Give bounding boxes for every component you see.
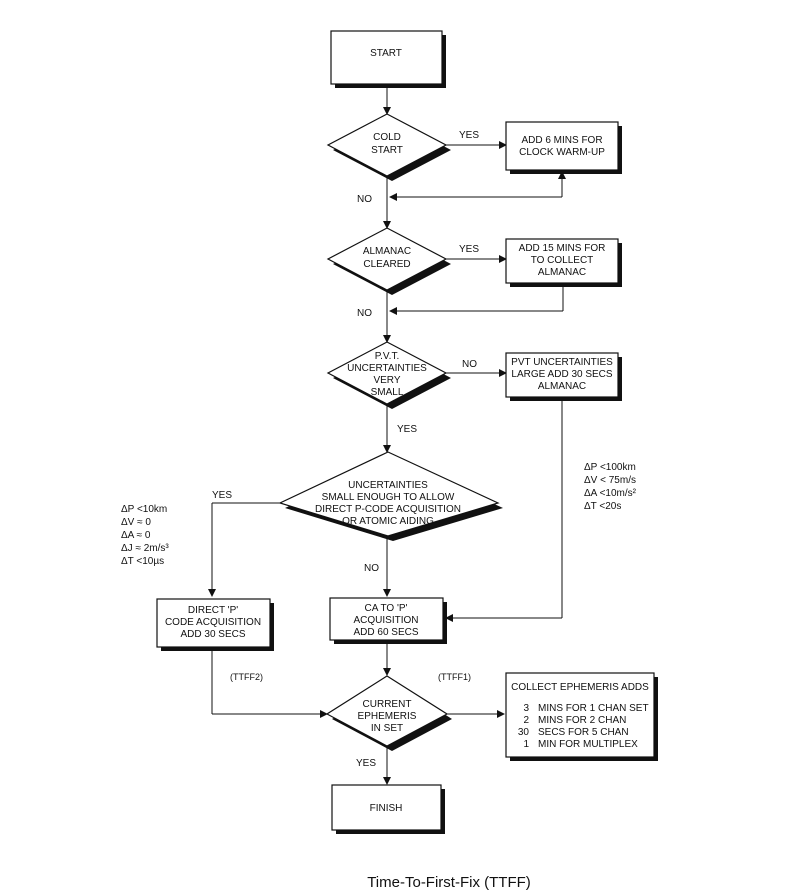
almanac-line-2: CLEARED: [363, 259, 410, 270]
right-tol-1: ΔP <100km: [584, 462, 636, 473]
cold-start-decision: COLD START: [326, 113, 451, 181]
cold-yes-label: YES: [459, 130, 479, 141]
collect-row-4-num: 1: [523, 739, 529, 750]
collect-row-3-num: 30: [518, 727, 530, 738]
uncert-line-1: UNCERTAINTIES: [348, 480, 428, 491]
collect-row-1-num: 3: [523, 703, 529, 714]
add-15-mins-box: ADD 15 MINS FOR TO COLLECT ALMANAC: [505, 238, 622, 287]
direct-p-line-1: DIRECT 'P': [188, 605, 238, 616]
uncert-line-4: OR ATOMIC AIDING: [342, 516, 434, 527]
left-tol-3: ΔA ≈ 0: [121, 530, 151, 541]
pvt-no-label: NO: [462, 359, 477, 370]
add6-line-1: ADD 6 MINS FOR: [521, 135, 602, 146]
ttff1-label: (TTFF1): [438, 672, 471, 682]
direct-p-line-3: ADD 30 SECS: [180, 629, 245, 640]
start-label: START: [370, 48, 402, 59]
cold-no-label: NO: [357, 194, 372, 205]
ca-line-1: CA TO 'P': [365, 603, 408, 614]
pvt-large-line-3: ALMANAC: [538, 381, 586, 392]
add15-line-2: TO COLLECT: [531, 255, 594, 266]
uncert-line-3: DIRECT P-CODE ACQUISITION: [315, 504, 461, 515]
collect-ephemeris-box: COLLECT EPHEMERIS ADDS 3 MINS FOR 1 CHAN…: [505, 672, 658, 761]
cold-start-line-1: COLD: [373, 132, 401, 143]
left-tol-4: ΔJ ≈ 2m/s³: [121, 543, 169, 554]
pvt-large-line-2: LARGE ADD 30 SECS: [511, 369, 612, 380]
pvt-uncertainties-decision: P.V.T. UNCERTAINTIES VERY SMALL: [326, 341, 451, 409]
almanac-no-label: NO: [357, 308, 372, 319]
collect-title: COLLECT EPHEMERIS ADDS: [511, 682, 649, 693]
direct-p-box: DIRECT 'P' CODE ACQUISITION ADD 30 SECS: [156, 598, 274, 651]
ca-to-p-box: CA TO 'P' ACQUISITION ADD 60 SECS: [329, 597, 447, 644]
pvt-line-2: UNCERTAINTIES: [347, 363, 427, 374]
right-tol-2: ΔV < 75m/s: [584, 475, 636, 486]
uncertainties-small-decision: UNCERTAINTIES SMALL ENOUGH TO ALLOW DIRE…: [278, 451, 503, 541]
collect-row-1-text: MINS FOR 1 CHAN SET: [538, 703, 649, 714]
right-tol-4: ΔT <20s: [584, 501, 621, 512]
uncert-line-2: SMALL ENOUGH TO ALLOW: [322, 492, 455, 503]
direct-p-line-2: CODE ACQUISITION: [165, 617, 261, 628]
start-box: START: [330, 30, 446, 88]
finish-label: FINISH: [370, 803, 403, 814]
current-eph-line-1: CURRENT: [363, 699, 412, 710]
pvt-line-3: VERY: [373, 375, 400, 386]
almanac-cleared-decision: ALMANAC CLEARED: [326, 227, 451, 295]
collect-row-3-text: SECS FOR 5 CHAN: [538, 727, 629, 738]
figure-caption: Time-To-First-Fix (TTFF): [367, 874, 531, 891]
almanac-line-1: ALMANAC: [363, 246, 411, 257]
add15-line-3: ALMANAC: [538, 267, 586, 278]
pvt-line-4: SMALL: [371, 387, 404, 398]
add15-line-1: ADD 15 MINS FOR: [519, 243, 606, 254]
ca-line-2: ACQUISITION: [353, 615, 418, 626]
add6-line-2: CLOCK WARM-UP: [519, 147, 605, 158]
finish-box: FINISH: [331, 784, 445, 834]
add-6-mins-box: ADD 6 MINS FOR CLOCK WARM-UP: [505, 121, 622, 174]
collect-row-2-num: 2: [523, 715, 529, 726]
left-tol-1: ΔP <10km: [121, 504, 167, 515]
current-eph-line-3: IN SET: [371, 723, 403, 734]
left-tol-2: ΔV ≈ 0: [121, 517, 151, 528]
cold-start-line-2: START: [371, 145, 403, 156]
collect-row-2-text: MINS FOR 2 CHAN: [538, 715, 626, 726]
uncert-yes-label: YES: [212, 490, 232, 501]
pvt-yes-label: YES: [397, 424, 417, 435]
collect-row-4-text: MIN FOR MULTIPLEX: [538, 739, 638, 750]
left-tol-5: ΔT <10µs: [121, 556, 164, 567]
uncert-no-label: NO: [364, 563, 379, 574]
ca-line-3: ADD 60 SECS: [353, 627, 418, 638]
pvt-line-1: P.V.T.: [375, 351, 399, 362]
current-ephemeris-decision: CURRENT EPHEMERIS IN SET: [325, 675, 452, 751]
eph-yes-label: YES: [356, 758, 376, 769]
pvt-large-line-1: PVT UNCERTAINTIES: [511, 357, 613, 368]
almanac-yes-label: YES: [459, 244, 479, 255]
left-tolerances: ΔP <10km ΔV ≈ 0 ΔA ≈ 0 ΔJ ≈ 2m/s³ ΔT <10…: [121, 504, 169, 567]
right-tol-3: ΔA <10m/s²: [584, 488, 637, 499]
connectors: [208, 86, 566, 785]
right-tolerances: ΔP <100km ΔV < 75m/s ΔA <10m/s² ΔT <20s: [584, 462, 637, 512]
ttff2-label: (TTFF2): [230, 672, 263, 682]
current-eph-line-2: EPHEMERIS: [358, 711, 417, 722]
pvt-large-box: PVT UNCERTAINTIES LARGE ADD 30 SECS ALMA…: [505, 352, 622, 401]
